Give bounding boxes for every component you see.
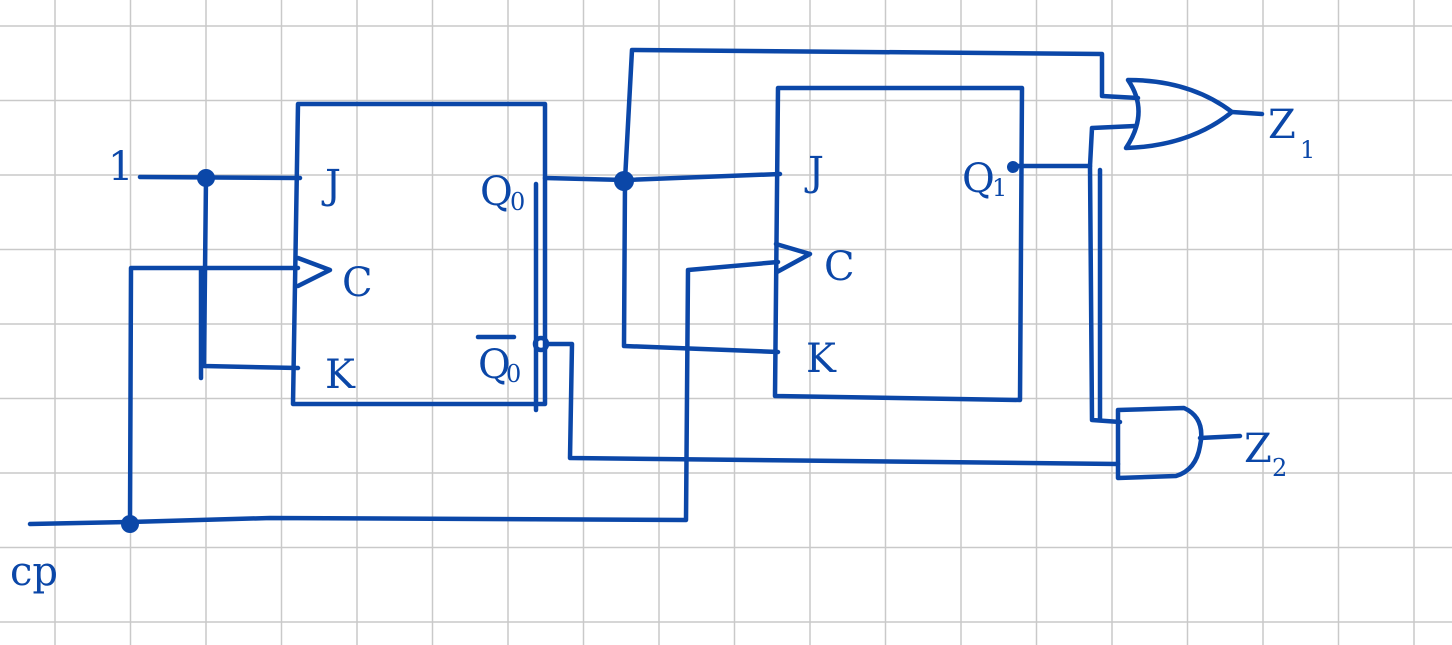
- ff0-j-label: J: [321, 162, 341, 208]
- wire-or-out: [1229, 109, 1265, 117]
- ff1-j-label: J: [804, 149, 824, 195]
- z1-subscript: 1: [1300, 136, 1315, 164]
- z2-label: Z: [1244, 426, 1272, 472]
- const-one-label: 1: [108, 144, 133, 190]
- flip-flop-1-body: [772, 85, 1025, 403]
- circuit: J C K Q 0 Q 0 J C K Q 1 1 cp: [10, 47, 1315, 595]
- junction-q0: [614, 171, 634, 191]
- wire-one-drop: [201, 175, 301, 371]
- junction-q1: [1007, 161, 1019, 173]
- junction-clock: [121, 515, 139, 533]
- flip-flop-0: J C K Q 0 Q 0: [290, 101, 550, 407]
- ff0-q-subscript: 0: [510, 188, 525, 216]
- wire-q0-loop: [622, 47, 1141, 183]
- wire-q1-out: [1013, 123, 1138, 169]
- ff0-q-label: Q: [480, 169, 513, 215]
- flip-flop-1: J C K Q 1: [772, 85, 1025, 403]
- wire-clock-to-c0: [127, 265, 301, 525]
- and-gate: [1115, 405, 1204, 481]
- ff0-k-label: K: [325, 352, 356, 398]
- wire-q0n-to-and: [545, 341, 1121, 467]
- ff1-k-label: K: [806, 336, 837, 382]
- clock-label: cp: [10, 549, 58, 595]
- ff0-qn-subscript: 0: [506, 360, 521, 388]
- wire-clock-main: [27, 259, 781, 527]
- ff1-q-subscript: 1: [992, 174, 1007, 202]
- wire-one-to-j0: [137, 174, 303, 181]
- ff0-clock-triangle: [295, 255, 333, 289]
- ff0-c-label: C: [342, 260, 373, 306]
- wire-and-out: [1197, 433, 1243, 441]
- ff0-qn-label: Q: [478, 342, 511, 388]
- junction-one: [197, 169, 215, 187]
- or-gate: [1123, 77, 1235, 151]
- flip-flop-0-body: [290, 101, 548, 407]
- z1-label: Z: [1268, 102, 1296, 148]
- z2-subscript: 2: [1272, 454, 1287, 482]
- wire-q1-to-and: [1087, 163, 1123, 425]
- ff1-c-label: C: [824, 244, 855, 290]
- ff1-q-label: Q: [962, 156, 995, 202]
- wire-q0-to-k1: [621, 177, 781, 355]
- ff1-clock-triangle: [773, 241, 813, 275]
